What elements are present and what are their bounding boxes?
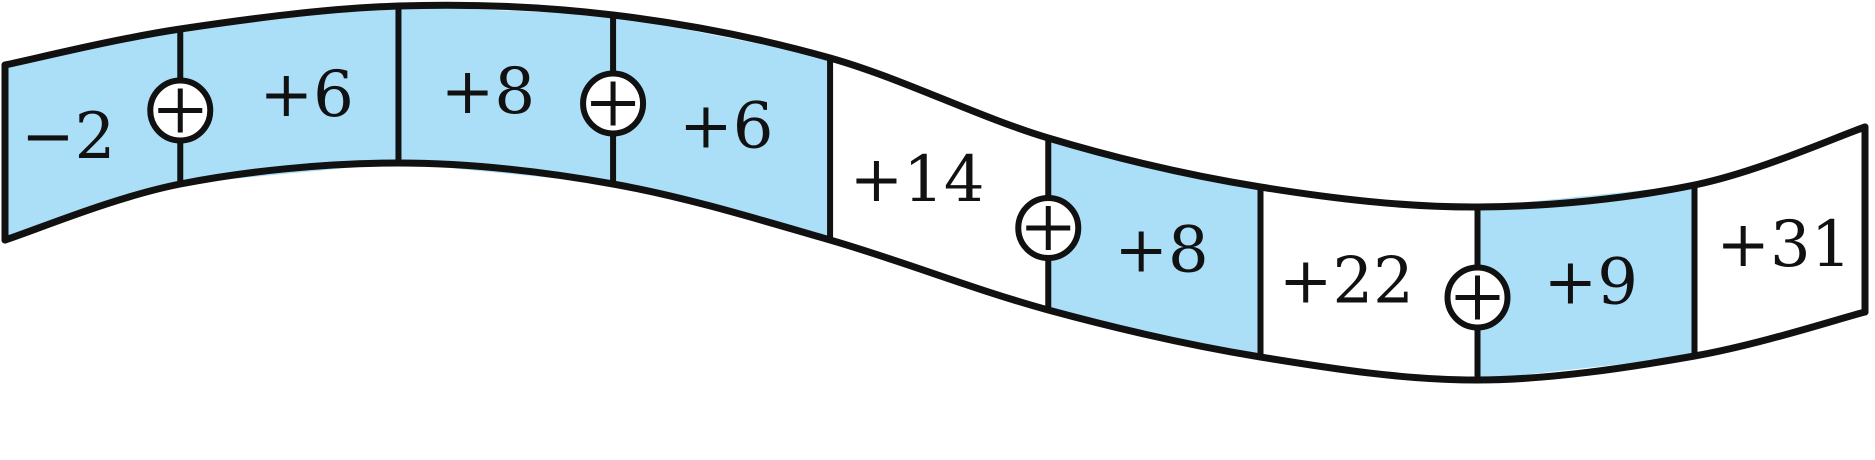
cell-4-label: +6 [679,89,773,163]
cell-dividers [177,6,1698,380]
cell-1-fill [5,29,181,240]
cell-2-label: +6 [259,58,353,132]
cell-8-label: +9 [1544,245,1638,319]
cell-4-fill [613,15,831,240]
cell-3-label: +8 [441,55,535,129]
strip-bottom-edge [1,159,1869,384]
cell-9-label: +31 [1716,208,1851,282]
cell-3-fill [398,6,614,184]
circled-plus-icon [147,77,214,144]
cell-8-fill [1477,185,1695,380]
cell-9-fill [1694,127,1865,356]
circled-plus-icon [1015,195,1082,261]
operator-symbols [147,70,1511,331]
cell-labels: −2 +6 +8 +6 +14 +8 +22 +9 +31 [21,55,1851,320]
strip-top-edge [1,1,1869,211]
circled-plus-icon [580,70,647,137]
cell-1-label: −2 [21,100,115,174]
cell-6-fill [1048,138,1261,357]
circled-plus-icon [1444,264,1511,331]
cell-2-fill [180,6,399,184]
cell-5-label: +14 [850,143,985,217]
cell-7-label: +22 [1279,245,1414,319]
cell-fills [5,6,1865,380]
cell-7-fill [1260,187,1478,380]
cell-6-label: +8 [1114,214,1208,288]
